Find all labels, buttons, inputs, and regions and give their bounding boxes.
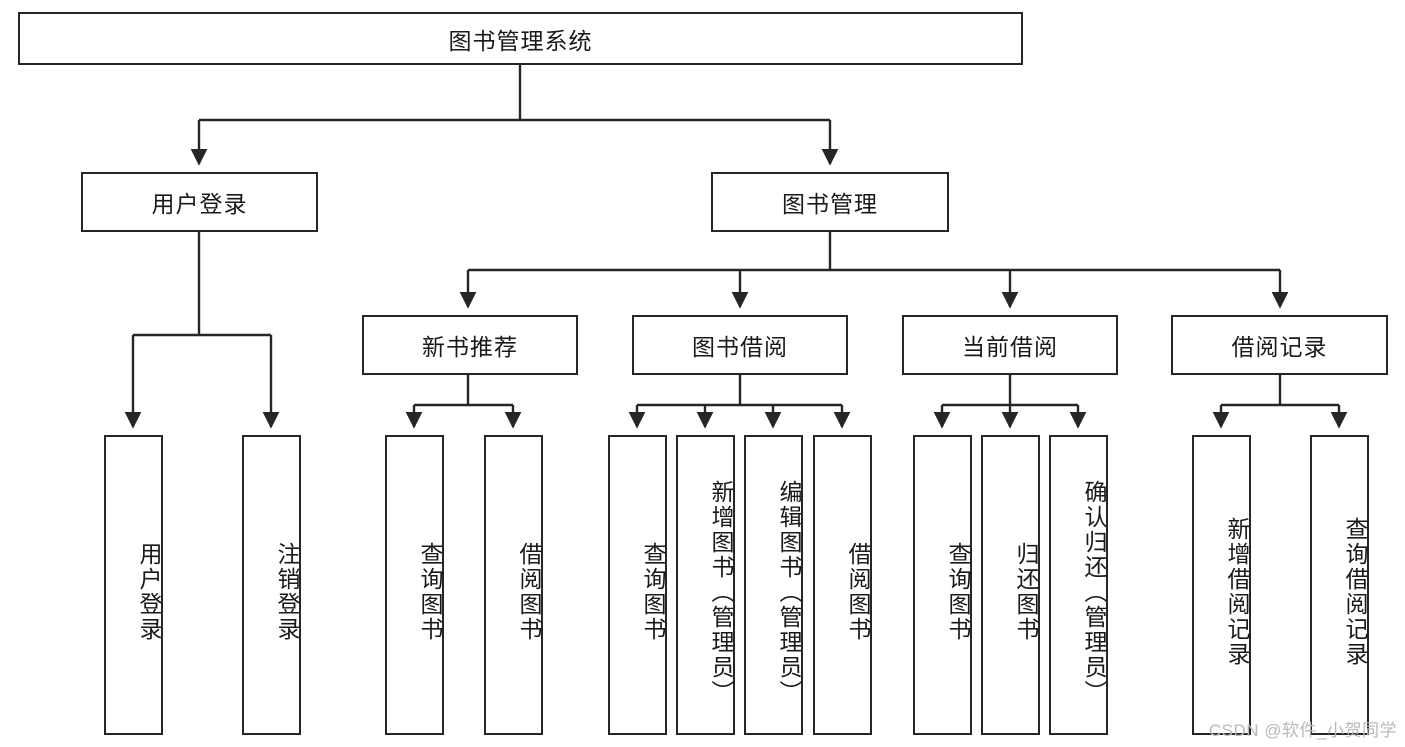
node-leaf-query-book-borrow[interactable]: 查询图书 — [608, 435, 667, 735]
node-leaf-return-book[interactable]: 归还图书 — [981, 435, 1040, 735]
node-leaf-edit-book-admin[interactable]: 编辑图书（管理员） — [744, 435, 803, 735]
node-label: 图书借阅 — [692, 334, 788, 360]
node-label: 编辑图书（管理员） — [776, 479, 802, 705]
node-label: 新增借阅记录 — [1224, 517, 1250, 667]
node-leaf-user-login[interactable]: 用户登录 — [104, 435, 163, 735]
node-book-management[interactable]: 图书管理 — [711, 172, 949, 232]
node-label: 查询借阅记录 — [1342, 517, 1368, 667]
node-leaf-confirm-return-admin[interactable]: 确认归还（管理员） — [1049, 435, 1108, 735]
node-label: 查询图书 — [945, 542, 971, 642]
node-leaf-add-borrow-record[interactable]: 新增借阅记录 — [1192, 435, 1251, 735]
node-label: 图书管理系统 — [448, 27, 593, 54]
node-label: 新书推荐 — [422, 334, 518, 360]
node-label: 新增图书（管理员） — [708, 479, 734, 705]
node-label: 借阅记录 — [1231, 334, 1328, 360]
node-current-borrowing[interactable]: 当前借阅 — [902, 315, 1118, 375]
node-label: 当前借阅 — [962, 334, 1058, 360]
node-label: 借阅图书 — [845, 542, 871, 642]
node-leaf-logout[interactable]: 注销登录 — [242, 435, 301, 735]
node-user-login[interactable]: 用户登录 — [81, 172, 318, 232]
node-label: 用户登录 — [136, 542, 162, 642]
node-book-borrowing[interactable]: 图书借阅 — [632, 315, 848, 375]
node-leaf-query-book-rec[interactable]: 查询图书 — [385, 435, 444, 735]
node-label: 查询图书 — [417, 542, 443, 642]
node-label: 查询图书 — [640, 542, 666, 642]
node-root-book-management-system[interactable]: 图书管理系统 — [18, 12, 1023, 65]
node-label: 图书管理 — [782, 191, 878, 217]
node-label: 注销登录 — [274, 542, 300, 642]
node-label: 归还图书 — [1013, 542, 1039, 642]
node-leaf-add-book-admin[interactable]: 新增图书（管理员） — [676, 435, 735, 735]
node-leaf-borrow-book[interactable]: 借阅图书 — [813, 435, 872, 735]
node-leaf-query-borrow-record[interactable]: 查询借阅记录 — [1310, 435, 1369, 735]
node-borrowing-record[interactable]: 借阅记录 — [1171, 315, 1388, 375]
node-label: 用户登录 — [151, 191, 248, 217]
node-label: 确认归还（管理员） — [1081, 479, 1107, 705]
node-label: 借阅图书 — [516, 542, 542, 642]
node-new-book-recommendation[interactable]: 新书推荐 — [362, 315, 578, 375]
node-leaf-borrow-book-rec[interactable]: 借阅图书 — [484, 435, 543, 735]
node-leaf-query-book-current[interactable]: 查询图书 — [913, 435, 972, 735]
